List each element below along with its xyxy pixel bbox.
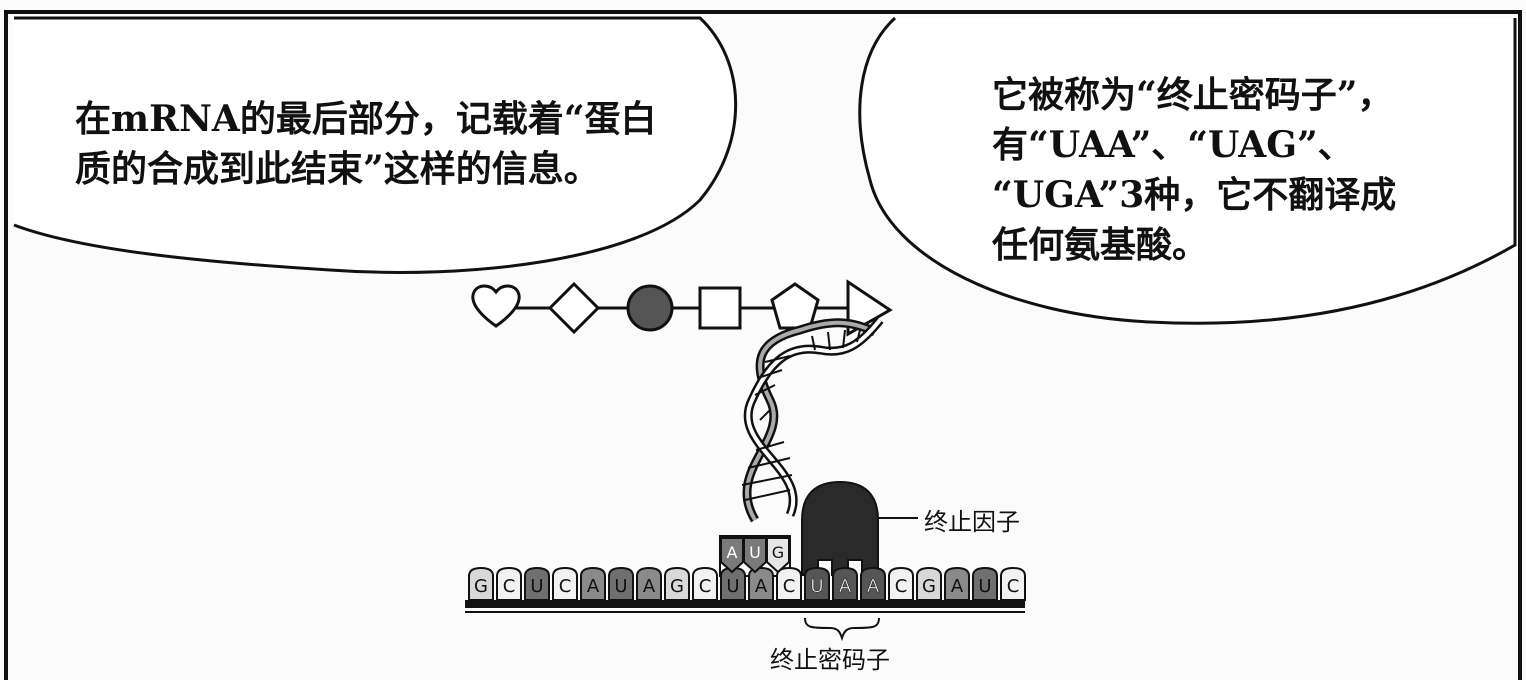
pentagon-amino-acid [770,282,820,330]
right-speech-bubble [858,16,1517,325]
mrna-base-letter: G [670,576,684,597]
release-factor [801,480,879,576]
mrna-base-letter: G [474,576,488,597]
mrna-base-letter: C [699,576,712,597]
mrna-base-tile [1000,566,1026,601]
mrna-base-letter: U [614,576,627,597]
mrna-base-A: A [580,566,606,601]
mrna-base-C: C [692,566,718,601]
mrna-base-tile [468,566,494,601]
mrna-base-letter: C [1007,576,1020,597]
mrna-base-tile [692,566,718,601]
mrna-base-tile [552,566,578,601]
mrna-base-G: G [664,566,690,601]
right-bubble-line: 它被称为“终止密码子”， [992,74,1394,116]
mrna-base-letter: A [839,576,852,597]
mrna-base-letter: A [643,576,656,597]
mrna-base-letter: G [922,576,936,597]
mrna-base-letter: C [503,576,516,597]
mrna-base-U: U [720,566,746,601]
mrna-base-letter: U [978,576,991,597]
mrna-backbone [465,600,1025,608]
mrna-base-tile [496,566,522,601]
triangle-amino-acid [846,279,893,337]
mrna-base-tile [972,566,998,601]
stop-codon-brace [804,617,880,642]
mrna-base-letter: C [559,576,572,597]
mrna-base-letter: U [726,576,739,597]
circle-amino-acid [626,284,674,332]
mrna-base-U-stop: U [804,566,830,601]
mrna-base-tile [832,566,858,601]
right-bubble-line: “UGA”3种，它不翻译成 [992,174,1397,216]
trna-anticodon-letter: A [727,543,738,562]
mrna-base-U: U [524,566,550,601]
mrna-base-tile [664,566,690,601]
mrna-base-A: A [944,566,970,601]
mrna-base-tile [524,566,550,601]
mrna-base-letter: C [895,576,908,597]
trna-anticodon-letter: U [749,543,761,562]
mrna-base-A: A [636,566,662,601]
trna-helix [741,317,884,523]
mrna-base-A-stop: A [832,566,858,601]
trna-anticodon-base-U: U [743,537,767,574]
left-bubble-line: 质的合成到此结束”这样的信息。 [75,148,600,190]
mrna-base-A: A [748,566,774,601]
mrna-base-letter: A [951,576,964,597]
stop-codon-label: 终止密码子 [770,646,890,674]
mrna-base-tile [804,566,830,601]
mrna-base-G: G [468,566,494,601]
mrna-base-letter: A [587,576,600,597]
mrna-base-tile [608,566,634,601]
mrna-base-C: C [888,566,914,601]
right-bubble-text: 它被称为“终止密码子”， 有“UAA”、“UAG”、 “UGA”3种，它不翻译成… [992,70,1396,270]
square-amino-acid [698,286,742,330]
helix-rungs [741,329,861,501]
left-bubble-line: 在mRNA的最后部分，记载着“蛋白 [75,98,657,140]
mrna-base-tile [748,566,774,601]
mrna-base-C: C [776,566,802,601]
trna-anticodon-tile [766,537,790,574]
mrna-base-letter: U [530,576,543,597]
amino-acid-chain [471,279,893,337]
trna-anticodon-tile [743,537,767,574]
left-bubble-text: 在mRNA的最后部分，记载着“蛋白 质的合成到此结束”这样的信息。 [75,94,657,194]
mrna-base-tile [944,566,970,601]
trna-anticodon-base-A: A [720,537,744,574]
mrna-base-A-stop: A [860,566,886,601]
mrna-base-letter: A [755,576,768,597]
mrna-base-tile [636,566,662,601]
mrna-base-tile [860,566,886,601]
heart-amino-acid [471,284,521,328]
diamond-amino-acid [547,281,601,335]
mrna-base-C: C [552,566,578,601]
right-bubble-line: 任何氨基酸。 [992,224,1209,266]
release-factor-label: 终止因子 [924,508,1020,536]
mrna-base-C: C [1000,566,1026,601]
right-bubble-line: 有“UAA”、“UAG”、 [992,124,1354,166]
mrna-base-tile [580,566,606,601]
trna-anticodon-base-G: G [766,537,790,574]
mrna-base-U: U [972,566,998,601]
mrna-base-C: C [496,566,522,601]
trna-anticodon-letter: G [772,543,784,562]
panel-border [4,10,1522,680]
mrna-base-tile [888,566,914,601]
mrna-base-tile [916,566,942,601]
mrna-base-letter: A [867,576,880,597]
trna-anticodon-tile [720,537,744,574]
mrna-base-letter: C [783,576,796,597]
mrna-strand [465,600,1025,613]
mrna-base-G: G [916,566,942,601]
mrna-base-U: U [608,566,634,601]
mrna-base-letter: U [810,576,823,597]
left-speech-bubble [13,16,738,274]
